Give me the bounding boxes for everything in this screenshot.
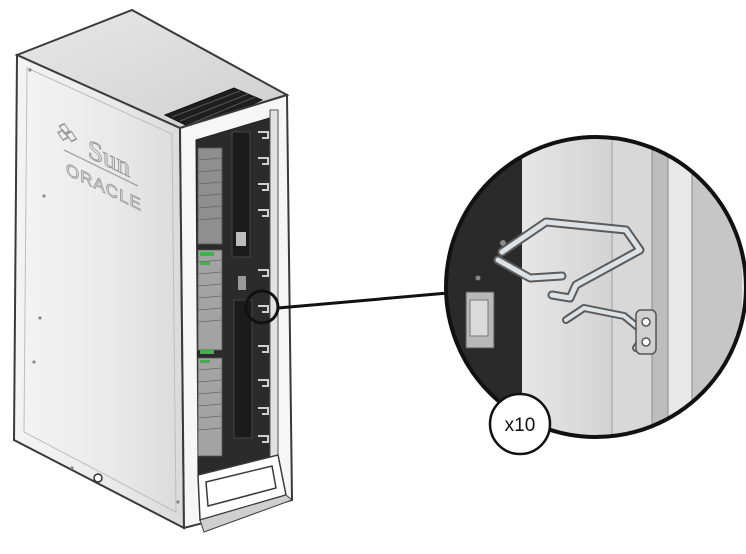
zoom-circle-border [444,135,746,439]
rack-side-panel [12,53,186,530]
server-rack: Sun ORACLE [12,8,294,533]
sun-logo-icon [56,122,78,143]
power-distribution-units [231,131,253,439]
quantity-badge: x10 [488,392,552,456]
cable-hook-icon [493,217,657,355]
cable-hooks-on-rack [258,131,269,443]
quantity-label: x10 [505,415,536,436]
server-units [197,147,223,457]
zoom-detail [444,135,746,439]
callout-leader-line [277,291,449,310]
